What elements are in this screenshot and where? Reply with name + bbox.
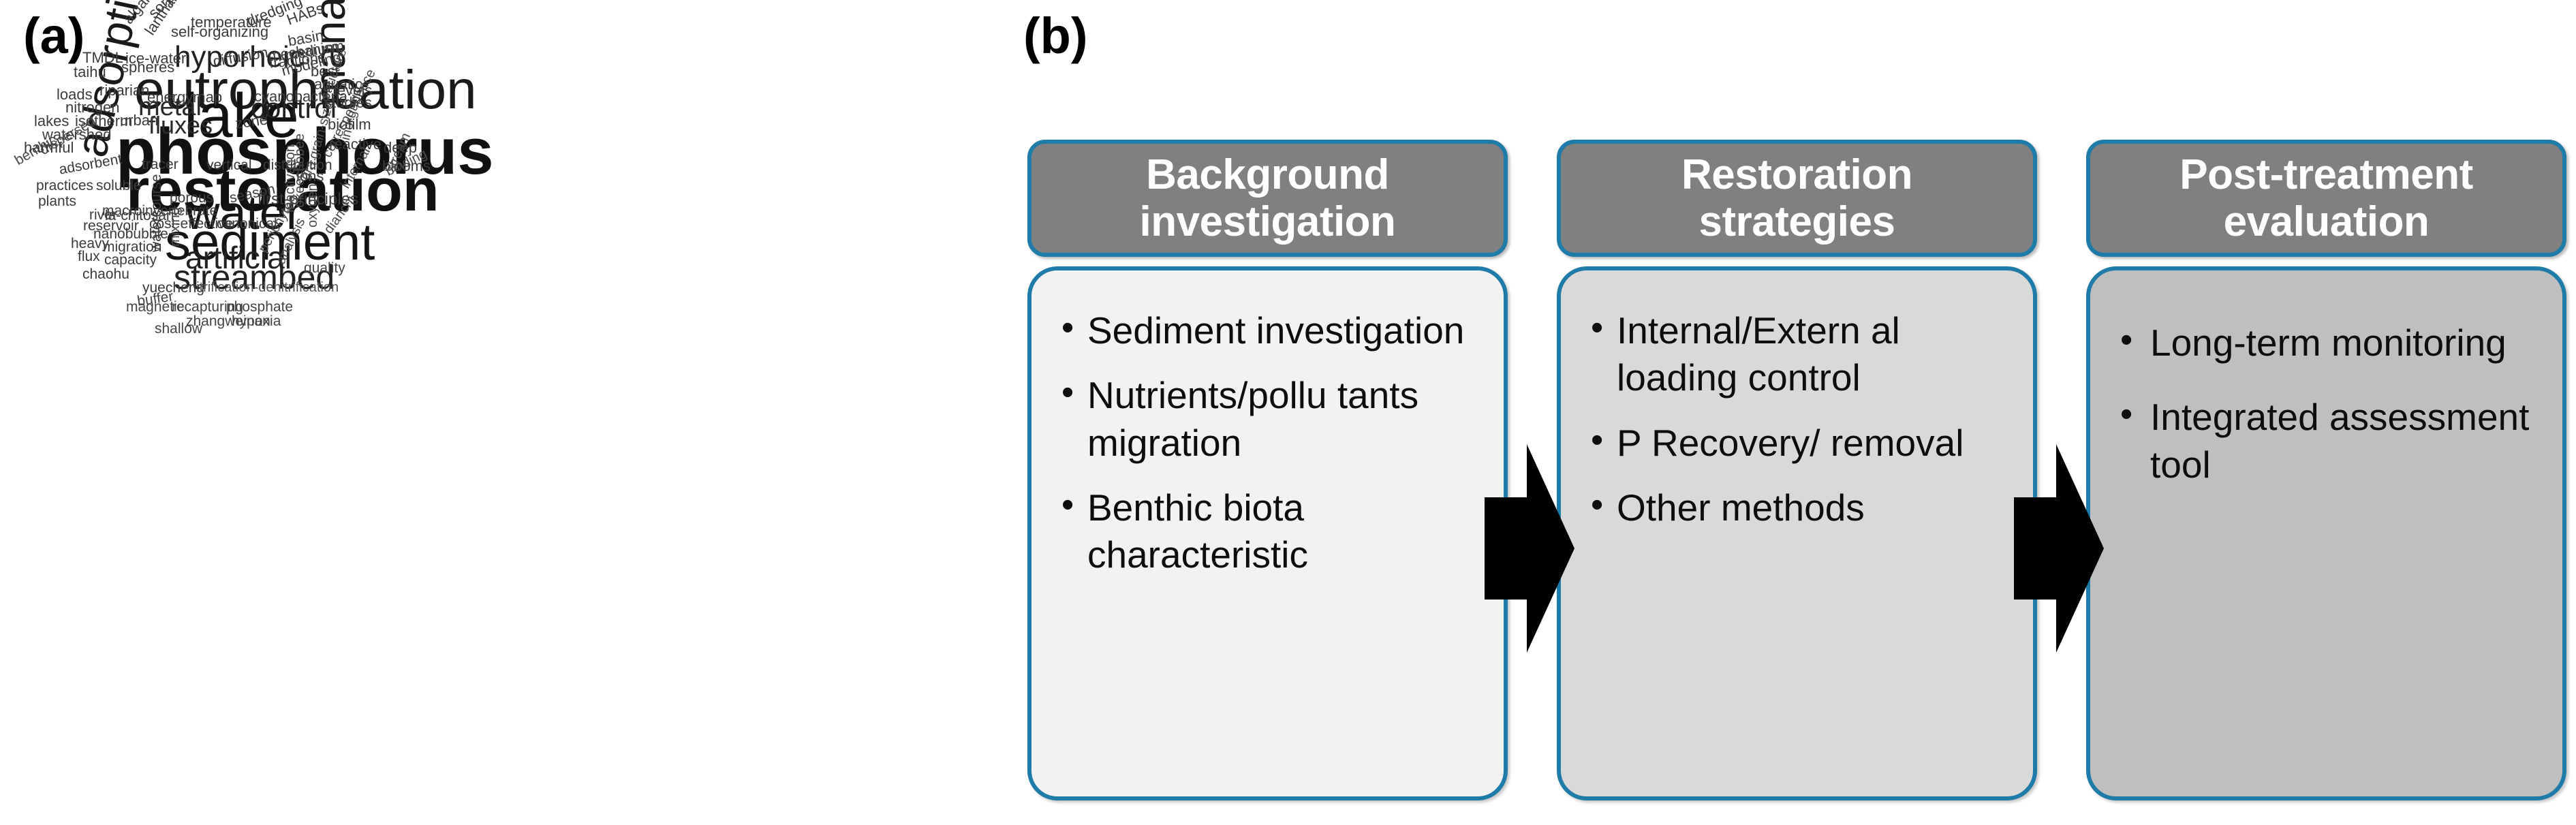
wordcloud-word: isotherm [75, 112, 133, 129]
wordcloud-word: cost-effective [149, 216, 234, 232]
wordcloud-word: riparian [99, 82, 150, 99]
wordcloud-word: phosphorus [116, 115, 494, 188]
wordcloud-word: blooms [382, 157, 431, 174]
list-item: Nutrients/pollu tants migration [1060, 371, 1483, 467]
bullet-list: Internal/Extern al loading control P Rec… [1589, 306, 2013, 531]
wordcloud-word: practices [36, 178, 94, 193]
wordcloud-word: nanobubble [93, 226, 168, 242]
list-item: Benthic biota characteristic [1060, 483, 1483, 579]
arrow-right-icon [2014, 444, 2104, 653]
wordcloud-word: ice-water [125, 50, 187, 67]
wordcloud-word: fluxes [149, 111, 213, 139]
wordcloud-word: temperature [191, 14, 272, 31]
wordcloud-word: streambed [174, 258, 335, 296]
wordcloud-word: energymap [147, 89, 223, 106]
bullet-list: Long-term monitoring Integrated assessme… [2119, 318, 2542, 488]
wordcloud-word: hypoxia [232, 313, 281, 329]
wordcloud-word: urban [120, 112, 159, 129]
wordcloud-word: loads [57, 86, 93, 103]
wordcloud-word: studies [324, 94, 372, 111]
wordcloud-word: lake [184, 81, 299, 151]
wordcloud-word: vertical [206, 157, 252, 173]
wordcloud-word: oxygen [305, 183, 320, 228]
list-item: P Recovery/ removal [1589, 418, 2013, 467]
wordcloud-word: migration [103, 239, 162, 255]
wordcloud-word: heavy [71, 236, 110, 251]
wordcloud-word: biofilm [328, 116, 371, 133]
wordcloud-word: sediment [165, 213, 375, 271]
wordcloud-word: nitrogen [65, 99, 120, 116]
arrow-right-icon [1485, 444, 1574, 653]
wordcloud-word: macroinvertebrate [102, 203, 218, 219]
wordcloud-word: quality [304, 260, 345, 276]
wordcloud-word: la-chitosan [105, 208, 174, 223]
wordcloud-word: ions [296, 168, 324, 185]
panel-b-label: (b) [1023, 7, 1088, 64]
list-item: Integrated assessment tool [2119, 392, 2542, 488]
wordcloud-word: tracer [142, 157, 179, 172]
wordcloud-word: water [185, 186, 302, 239]
stage-body-background-investigation: Sediment investigation Nutrients/pollu t… [1027, 266, 1508, 800]
bullet-list: Sediment investigation Nutrients/pollu t… [1060, 306, 1483, 579]
wordcloud-word: cyanobacteria [254, 88, 347, 105]
wordcloud-word: artificial [185, 240, 292, 275]
list-item: Other methods [1589, 483, 2013, 531]
wordcloud-word: control [251, 92, 337, 124]
panel-a-label: (a) [23, 7, 85, 64]
stage-body-restoration-strategies: Internal/Extern al loading control P Rec… [1557, 266, 2037, 800]
list-item: Sediment investigation [1060, 306, 1483, 354]
wordcloud-word: self-organizing [171, 23, 269, 40]
wordcloud-word: magnetic [126, 299, 185, 315]
wordcloud-word: shallow [155, 321, 203, 337]
wordcloud-word: spheres [121, 59, 175, 76]
wordcloud-word: eutrophication [134, 59, 477, 120]
wordcloud-word: distribution [263, 157, 332, 173]
wordcloud-word: best [311, 63, 339, 80]
wordcloud-word: harmful [24, 139, 74, 156]
wordcloud-word: porous [170, 190, 214, 206]
wordcloud-word: yuecheng [142, 280, 205, 296]
wordcloud-word: nitrification-denitrification [189, 280, 339, 295]
wordcloud-word: capacity [104, 252, 157, 268]
wordcloud-word: taihu [74, 63, 106, 80]
list-item: Internal/Extern al loading control [1589, 306, 2013, 402]
wordcloud-word: reservoir [83, 218, 139, 234]
wordcloud-word: watershed [42, 126, 112, 143]
wordcloud-word: lakes [34, 112, 69, 129]
wordcloud-word: hyporheic [174, 40, 305, 74]
wordcloud-word: soluble [96, 178, 142, 193]
wordcloud-word: recapturing [172, 299, 244, 315]
wordcloud-word: plants [38, 193, 77, 209]
wordcloud-word: TMDL [82, 49, 123, 66]
wordcloud-word: metal [138, 93, 202, 121]
wordcloud-word: chaohu [82, 266, 129, 282]
wordcloud-word: deep [384, 139, 417, 156]
wordcloud-word: restoration [126, 156, 439, 223]
wordcloud-word: phosphate [226, 299, 294, 315]
wordcloud-word: aquatic [314, 76, 362, 93]
wordcloud-word: levels [334, 82, 373, 99]
wordcloud-word: first-principles [258, 190, 359, 208]
wordcloud-word: canonical [217, 216, 277, 232]
wordcloud-word: zhangweinan [186, 313, 270, 329]
wordcloud-word: flux [78, 249, 100, 264]
stage-body-post-treatment-evaluation: Long-term monitoring Integrated assessme… [2086, 266, 2566, 800]
list-item: Long-term monitoring [2119, 318, 2542, 367]
wordcloud-word: river [89, 207, 117, 223]
wordcloud-word: reactive [329, 136, 382, 153]
wordcloud-word: mixing [168, 207, 183, 247]
